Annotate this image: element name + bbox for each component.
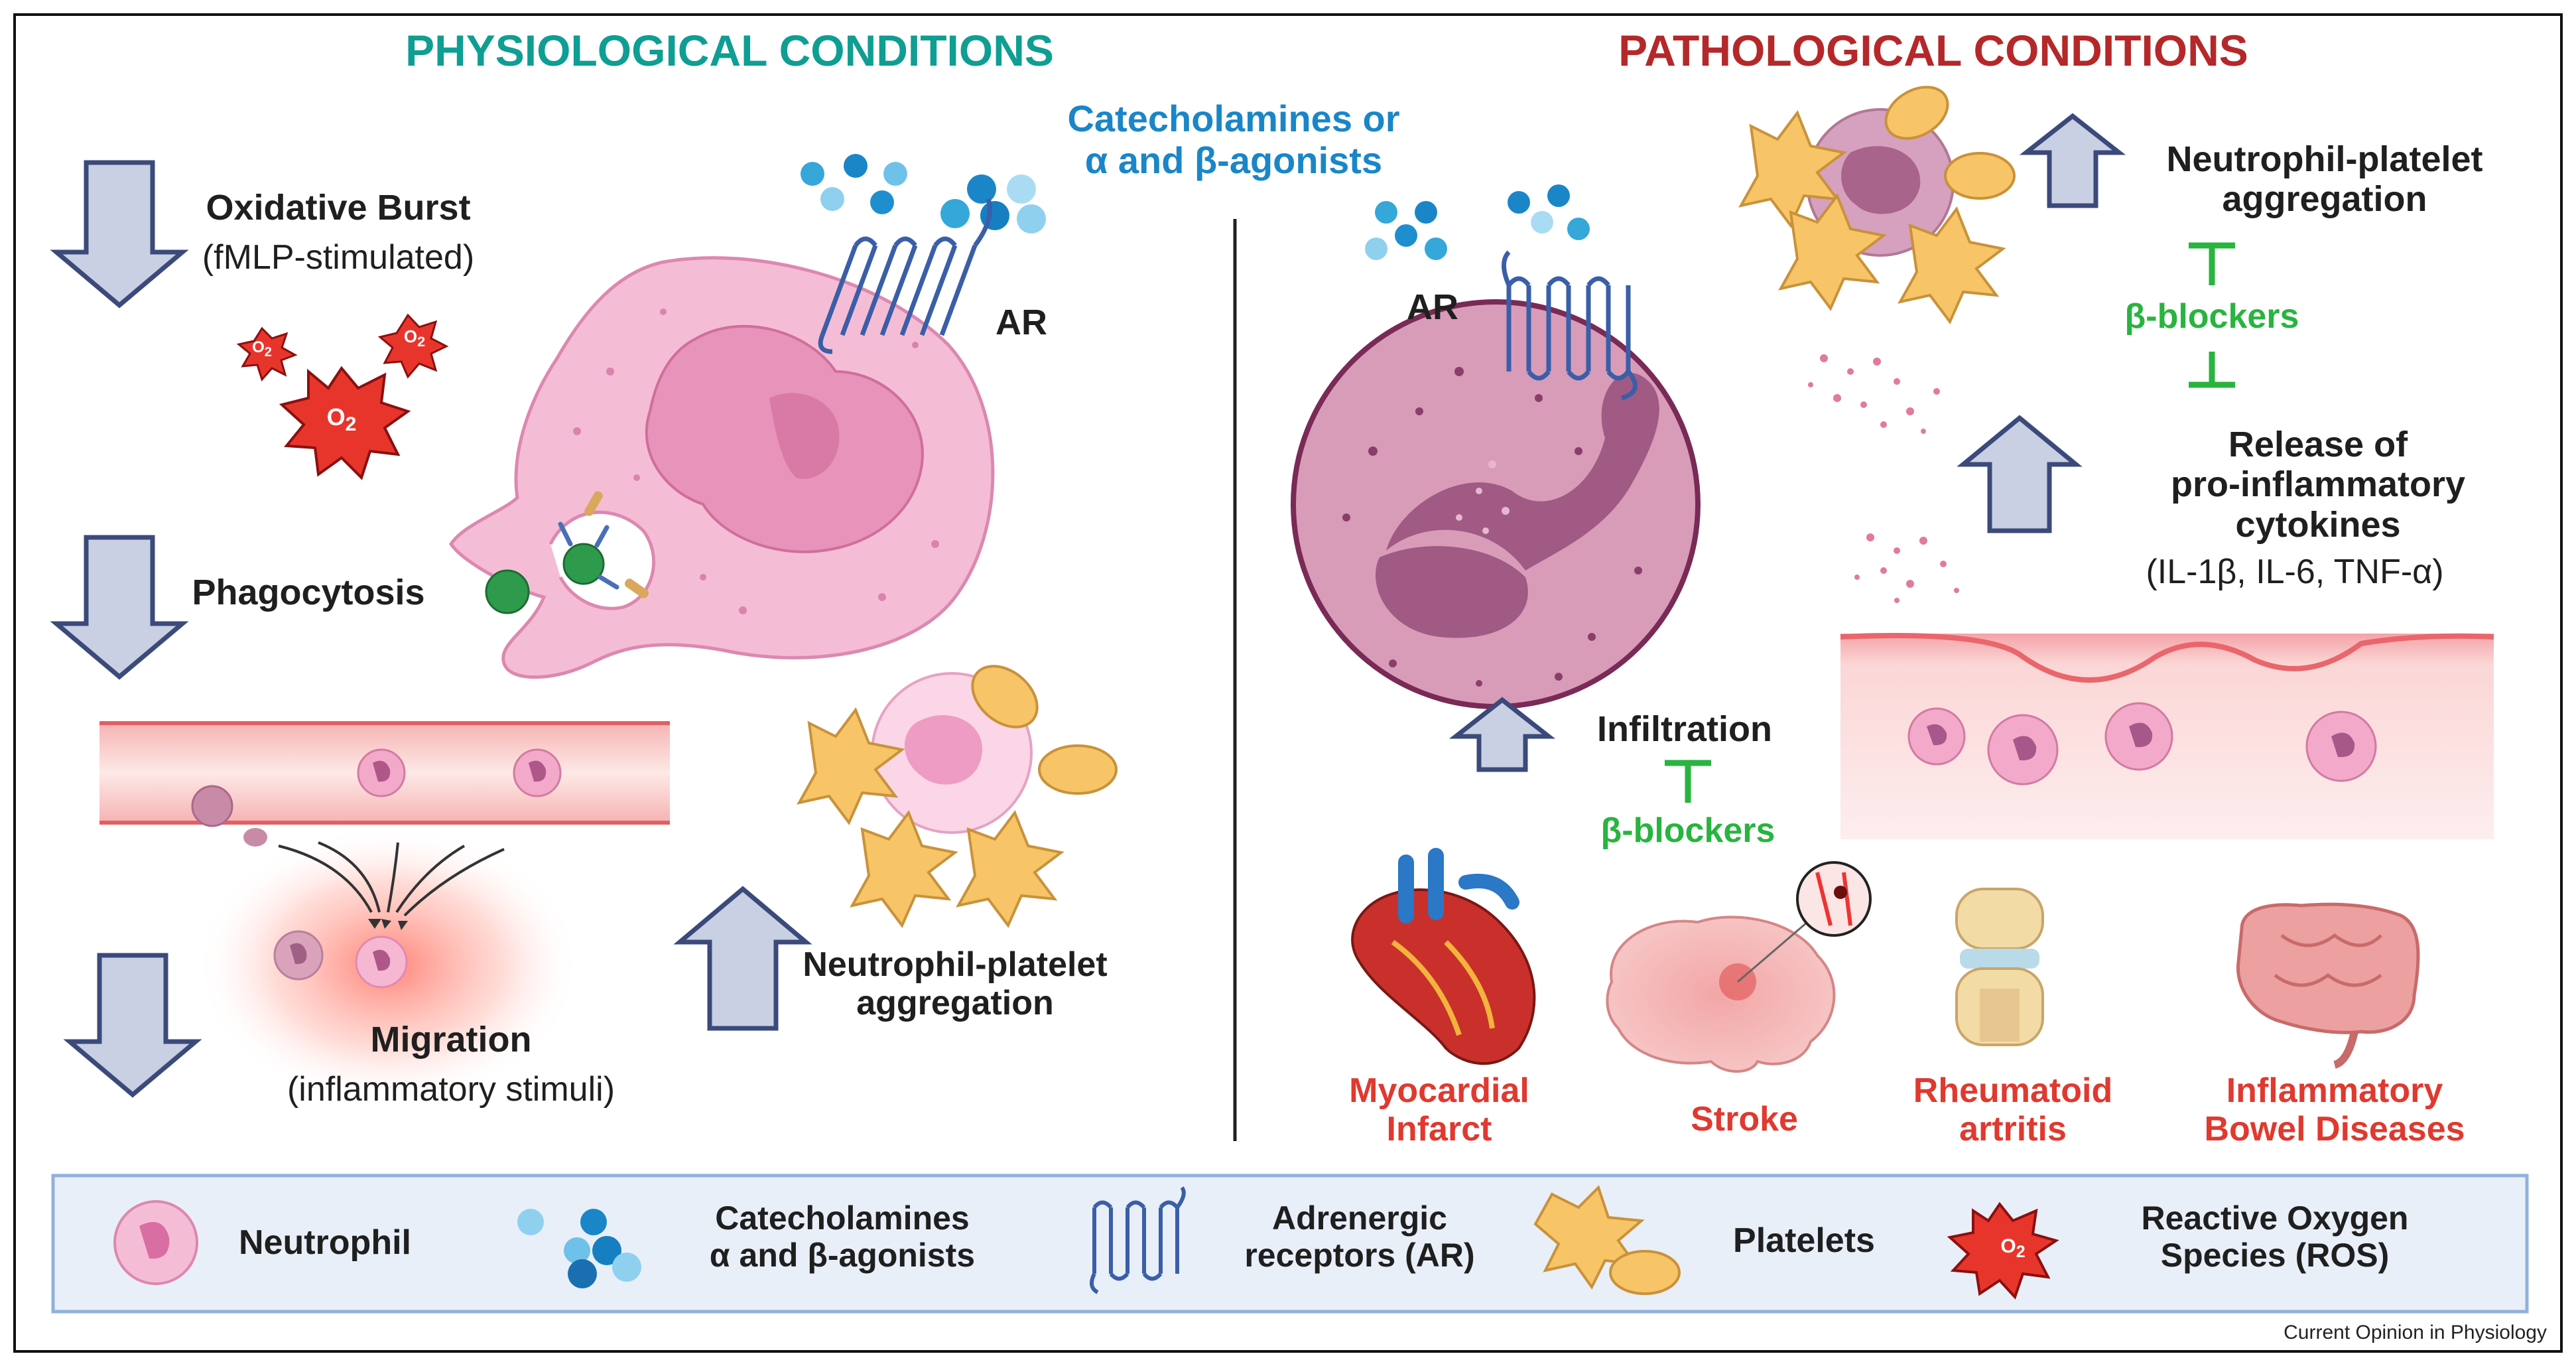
migration-label: Migration (370, 1020, 532, 1059)
physiological-title: PHYSIOLOGICAL CONDITIONS (405, 26, 1054, 75)
increase-arrow-aggregation-right (2019, 113, 2126, 208)
decrease-arrow-oxidative (50, 160, 189, 308)
neutrophil-platelet-aggregate-right (1738, 86, 2016, 324)
joint-icon (1955, 888, 2044, 1046)
legend-receptors-label: Adrenergic receptors (AR) (1244, 1199, 1475, 1274)
legend-box (51, 1174, 2529, 1314)
agonists-label: Catecholamines or α and β-agonists (1067, 98, 1400, 181)
neutrophil-platelet-aggregate-left (797, 665, 1118, 928)
increase-arrow-infiltration (1449, 697, 1556, 772)
neutrophil-pathological (1291, 299, 1701, 709)
inhibition-symbol-top (2189, 242, 2235, 285)
legend-ros-symbol: O2 (2000, 1235, 2026, 1261)
pathological-title: PATHOLOGICAL CONDITIONS (1618, 26, 2248, 75)
aggregation-label-right: Neutrophil-platelet aggregation (2166, 139, 2483, 220)
ros-star-small-2 (377, 313, 449, 379)
ar-label-left: AR (996, 303, 1047, 342)
infiltration-label: Infiltration (1597, 709, 1772, 749)
ros-star-large (279, 366, 411, 480)
blockers-label-top: β-blockers (2124, 297, 2299, 336)
adrenergic-receptor-left (818, 198, 992, 354)
ar-label-right: AR (1407, 287, 1458, 327)
inflamed-tissue (1840, 633, 2494, 839)
brain-icon (1606, 861, 1872, 1073)
cytokine-particles (1808, 354, 1959, 603)
legend-catecholamines-label: Catecholamines α and β-agonists (709, 1199, 976, 1274)
disease-label-myocardial: Myocardial Infarct (1349, 1071, 1529, 1149)
legend-receptor-icon (1090, 1186, 1186, 1294)
disease-label-stroke: Stroke (1691, 1100, 1798, 1138)
cytokine-release-label: Release of pro-inflammatory cytokines (2170, 425, 2466, 545)
legend-neutrophil-label: Neutrophil (239, 1223, 411, 1262)
heart-icon (1351, 848, 1536, 1065)
increase-arrow-cytokines (1957, 415, 2083, 533)
aggregation-label-left: Neutrophil-platelet aggregation (803, 945, 1108, 1023)
legend-neutrophil-icon (113, 1200, 198, 1285)
legend-ros-icon (1947, 1201, 2059, 1300)
figure-frame (13, 13, 2563, 1353)
blockers-label-bottom: β-blockers (1600, 811, 1775, 850)
ros-star-small-1 (236, 326, 298, 381)
disease-label-ibd: Inflammatory Bowel Diseases (2204, 1071, 2465, 1149)
ros-label-3: O2 (326, 403, 357, 436)
intestine-icon (2236, 902, 2420, 1069)
ros-label-2: O2 (403, 326, 426, 350)
cytokines-list: (IL-1β, IL-6, TNF-α) (2146, 553, 2444, 591)
bacteria-phagocytosis (485, 491, 649, 614)
oxidative-burst-sublabel: (fMLP-stimulated) (202, 238, 475, 277)
decrease-arrow-phagocytosis (50, 535, 189, 680)
disease-label-rheumatoid: Rheumatoid artritis (1913, 1071, 2113, 1149)
migration-sublabel: (inflammatory stimuli) (287, 1070, 615, 1109)
legend-platelets-label: Platelets (1733, 1221, 1875, 1260)
migration-zone (196, 826, 580, 1105)
ros-label-1: O2 (252, 338, 272, 360)
decrease-arrow-migration (63, 953, 202, 1098)
legend-platelet-icon (1533, 1185, 1681, 1295)
blood-vessel (99, 721, 670, 847)
inhibition-symbol-bottom (2189, 352, 2235, 388)
adrenergic-receptor-right (1502, 250, 1638, 401)
neutrophil-physiological (448, 256, 995, 679)
oxidative-burst-label: Oxidative Burst (206, 188, 471, 228)
inhibition-symbol-infiltration (1665, 760, 1711, 803)
legend-ros-label: Reactive Oxygen Species (ROS) (2141, 1199, 2409, 1274)
catecholamine-cluster-right (1365, 184, 1590, 260)
journal-credit: Current Opinion in Physiology (2284, 1322, 2547, 1343)
phagocytosis-label: Phagocytosis (192, 573, 425, 612)
increase-arrow-aggregation (673, 886, 812, 1031)
legend-catecholamine-icon (517, 1209, 641, 1288)
